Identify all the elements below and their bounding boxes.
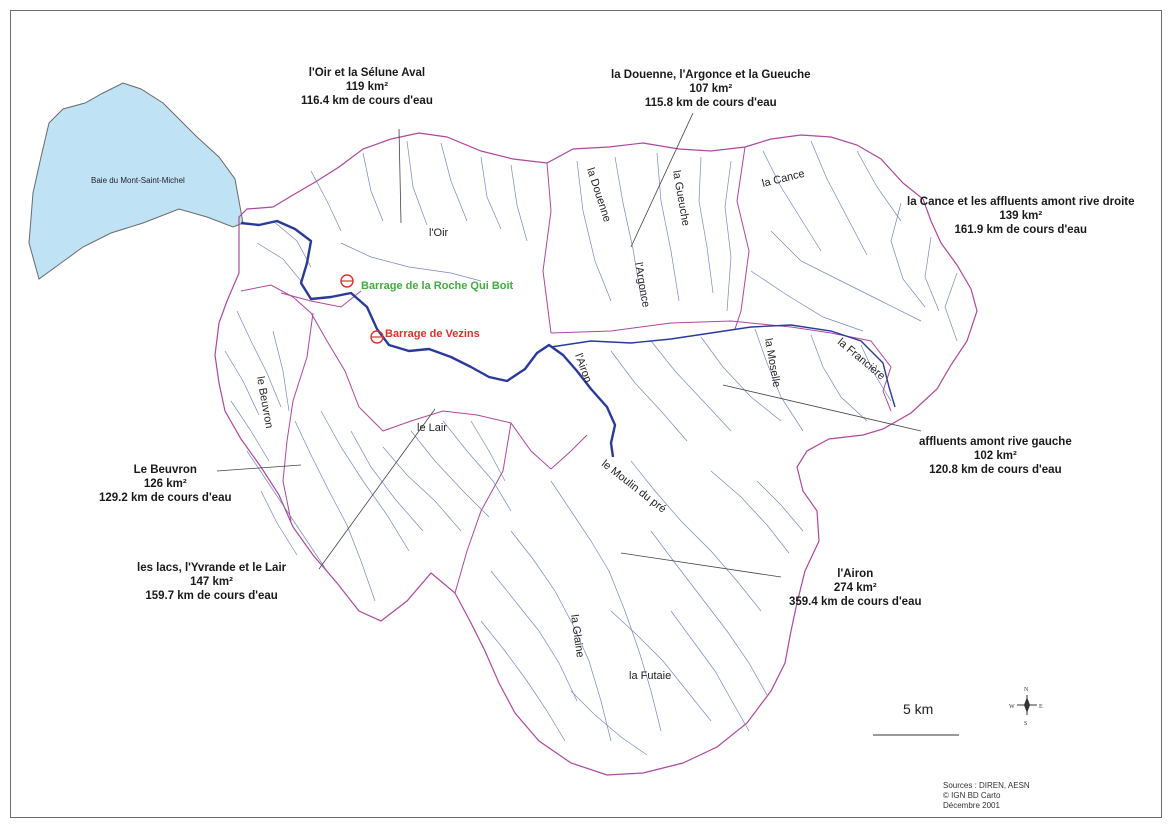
river-label-argonce: l'Argonce bbox=[632, 261, 652, 308]
upstream-river bbox=[550, 324, 896, 408]
river-label-cance: la Cance bbox=[761, 168, 806, 190]
sub-basin-borders bbox=[240, 146, 892, 594]
compass-w: W bbox=[1009, 704, 1015, 710]
compass-icon bbox=[1017, 695, 1037, 715]
dam-vezins-label: Barrage de Vezins bbox=[385, 328, 480, 340]
river-label-futaie: la Futaie bbox=[629, 670, 671, 682]
map-frame: Baie du Mont-Saint-Michel bbox=[10, 10, 1162, 818]
dam-roche-qui-boit-marker bbox=[340, 274, 354, 288]
river-label-gueuche: la Gueuche bbox=[670, 169, 692, 226]
river-label-moselle: la Moselle bbox=[762, 337, 782, 388]
river-label-lair: le Lair bbox=[417, 422, 447, 434]
basin-label-cance: la Cance et les affluents amont rive dro… bbox=[907, 196, 1135, 236]
compass-n: N bbox=[1024, 687, 1029, 693]
main-river bbox=[240, 219, 617, 458]
river-label-glaine: la Glaine bbox=[568, 614, 586, 659]
river-label-douenne: la Douenne bbox=[584, 166, 613, 223]
river-label-moulin-du-pre: le Moulin du pré bbox=[599, 458, 668, 516]
river-label-oir: l'Oir bbox=[429, 227, 449, 239]
dam-vezins-marker bbox=[370, 330, 384, 344]
river-label-beuvron: le Beuvron bbox=[254, 375, 275, 429]
dam-roche-qui-boit-label: Barrage de la Roche Qui Boit bbox=[361, 280, 514, 292]
leader-lines bbox=[216, 112, 922, 578]
stream-network bbox=[224, 140, 958, 756]
bay-label: Baie du Mont-Saint-Michel bbox=[91, 176, 185, 185]
compass-s: S bbox=[1024, 721, 1027, 727]
bay-shape bbox=[28, 82, 244, 280]
watershed-outline bbox=[214, 132, 978, 776]
scale-label: 5 km bbox=[903, 701, 934, 717]
watershed-map: Baie du Mont-Saint-Michel bbox=[28, 82, 1043, 776]
compass-e: E bbox=[1039, 704, 1043, 710]
